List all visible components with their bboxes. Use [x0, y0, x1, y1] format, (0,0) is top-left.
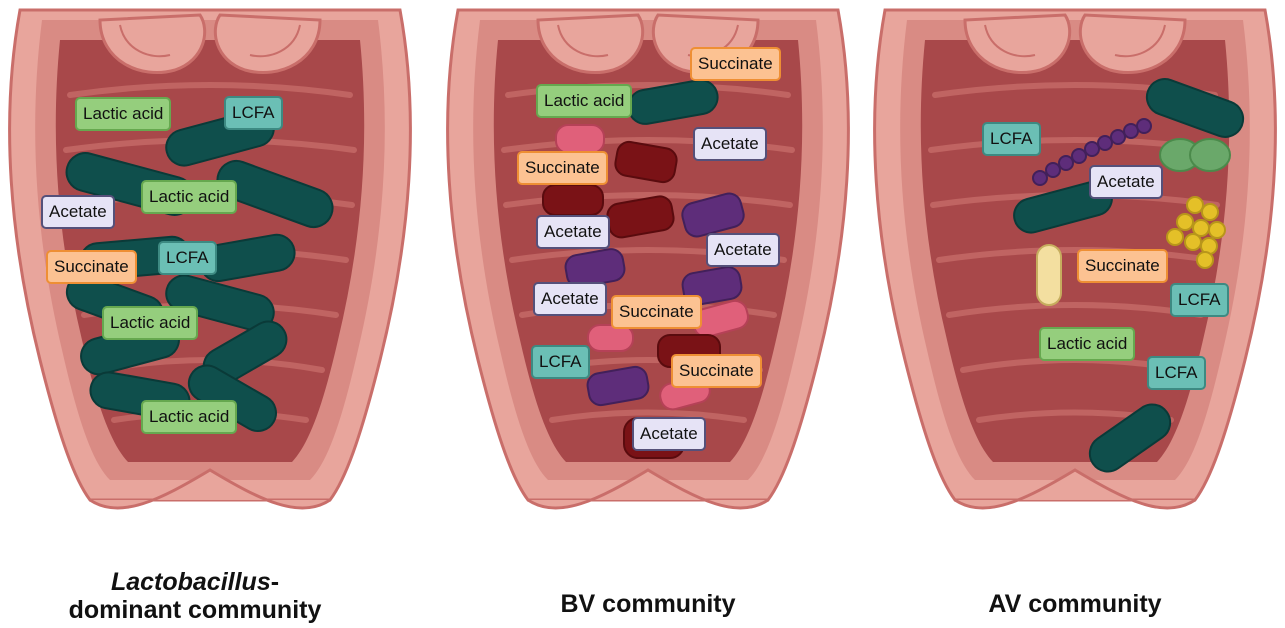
- metabolite-tag-succinate: Succinate: [611, 295, 702, 329]
- panel-av: LCFA Acetate Succinate LCFA Lactic acid …: [865, 0, 1285, 628]
- panel-bv: Succinate Lactic acid Acetate Succinate …: [438, 0, 858, 628]
- metabolite-tag-acetate: Acetate: [693, 127, 767, 161]
- vagina-illustration-bv: [438, 0, 858, 540]
- metabolite-tag-lcfa: LCFA: [982, 122, 1041, 156]
- metabolite-tag-succinate: Succinate: [690, 47, 781, 81]
- metabolite-tag-lcfa: LCFA: [158, 241, 217, 275]
- metabolite-tag-acetate: Acetate: [706, 233, 780, 267]
- metabolite-tag-acetate: Acetate: [536, 215, 610, 249]
- metabolite-tag-lactic-acid: Lactic acid: [102, 306, 198, 340]
- metabolite-tag-lcfa: LCFA: [224, 96, 283, 130]
- caption-hyphen: -: [271, 568, 279, 596]
- caption-genus: Lactobacillus: [111, 568, 271, 596]
- metabolite-tag-acetate: Acetate: [533, 282, 607, 316]
- panel-caption: Lactobacillus- dominant community: [30, 568, 360, 624]
- panel-caption: AV community: [945, 590, 1205, 618]
- panel-lactobacillus: Lactic acid LCFA Lactic acid Acetate LCF…: [0, 0, 420, 628]
- panel-caption: BV community: [518, 590, 778, 618]
- metabolite-tag-lactic-acid: Lactic acid: [141, 400, 237, 434]
- metabolite-tag-succinate: Succinate: [517, 151, 608, 185]
- metabolite-tag-lactic-acid: Lactic acid: [1039, 327, 1135, 361]
- metabolite-tag-succinate: Succinate: [46, 250, 137, 284]
- metabolite-tag-lactic-acid: Lactic acid: [141, 180, 237, 214]
- metabolite-tag-acetate: Acetate: [1089, 165, 1163, 199]
- metabolite-tag-lactic-acid: Lactic acid: [75, 97, 171, 131]
- metabolite-tag-succinate: Succinate: [1077, 249, 1168, 283]
- metabolite-tag-lactic-acid: Lactic acid: [536, 84, 632, 118]
- metabolite-tag-acetate: Acetate: [41, 195, 115, 229]
- metabolite-tag-lcfa: LCFA: [1147, 356, 1206, 390]
- metabolite-tag-succinate: Succinate: [671, 354, 762, 388]
- metabolite-tag-lcfa: LCFA: [1170, 283, 1229, 317]
- metabolite-tag-acetate: Acetate: [632, 417, 706, 451]
- metabolite-tag-lcfa: LCFA: [531, 345, 590, 379]
- caption-rest: dominant community: [69, 596, 322, 624]
- vagina-illustration-av: [865, 0, 1285, 540]
